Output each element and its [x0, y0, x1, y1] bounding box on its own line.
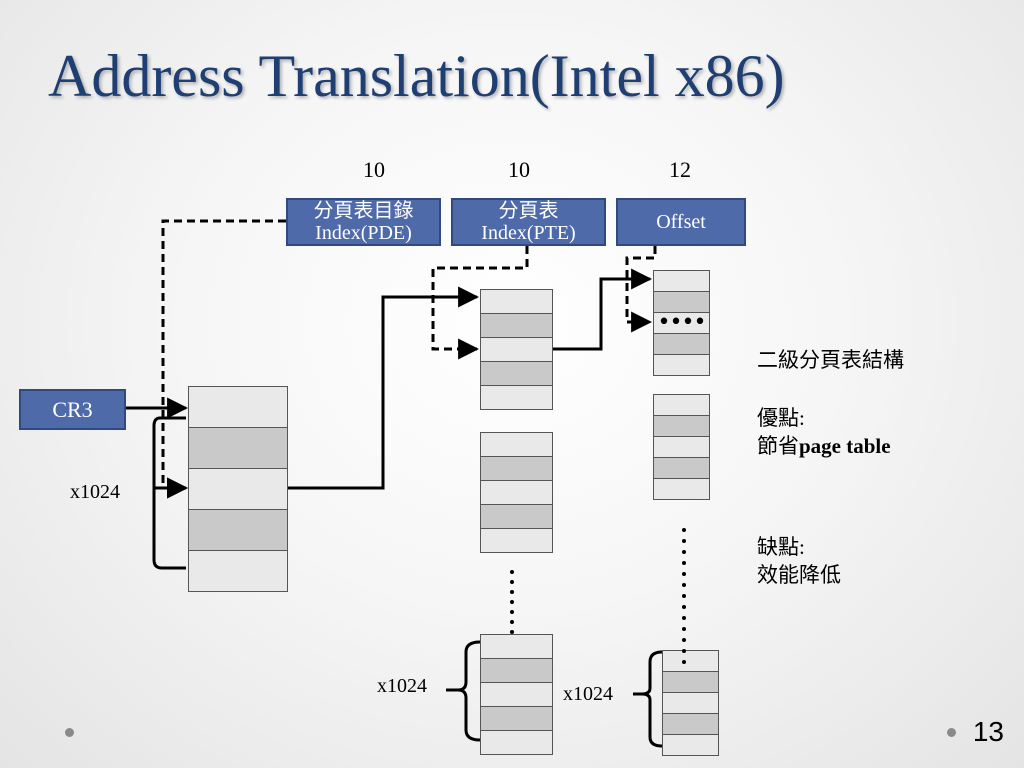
continuation-dot [510, 570, 514, 574]
directory-brace [152, 416, 186, 570]
pte-entry [481, 529, 552, 553]
disadvantages-text: 效能降低 [757, 563, 841, 587]
continuation-dot [682, 572, 686, 576]
pte-entry [481, 433, 552, 457]
disadvantages-title: 缺點: [757, 535, 805, 559]
footer-dot-left [65, 728, 74, 737]
pde-index-field: 分頁表目錄 Index(PDE) [286, 198, 441, 246]
continuation-dot [682, 649, 686, 653]
page-table-2 [480, 432, 553, 553]
page-row [663, 672, 718, 693]
continuation-dot [682, 627, 686, 631]
slide-title: Address Translation(Intel x86) [48, 43, 785, 109]
continuation-dot [682, 594, 686, 598]
page-frame-2 [653, 394, 710, 500]
pde-entry [189, 428, 287, 469]
continuation-dot [682, 660, 686, 664]
pte-entry [481, 731, 552, 755]
pte-entry [481, 505, 552, 529]
page-row [654, 416, 709, 437]
page-row [654, 292, 709, 313]
continuation-dot [682, 583, 686, 587]
continuation-dot [510, 590, 514, 594]
continuation-dot [682, 561, 686, 565]
pde-entry [189, 510, 287, 551]
pte-entry [481, 386, 552, 410]
pte-entry [481, 683, 552, 707]
continuation-dot [682, 605, 686, 609]
advantages-prefix: 節省 [757, 434, 799, 458]
pte-entry [481, 481, 552, 505]
pde-entry [189, 387, 287, 428]
page-row [663, 651, 718, 672]
continuation-dot [682, 528, 686, 532]
pte-entry [481, 314, 552, 338]
pde-index-line2: Index(PDE) [315, 222, 412, 244]
offset-label: Offset [656, 211, 706, 233]
pte-entry [481, 338, 552, 362]
pde-entry [189, 469, 287, 510]
page-frame-1: •••• [653, 270, 710, 376]
page-row [654, 271, 709, 292]
cr3-register: CR3 [19, 389, 126, 430]
advantages-text: 節省page table [757, 432, 891, 460]
page-row [654, 437, 709, 458]
pte-index-line2: Index(PTE) [481, 222, 576, 244]
continuation-dot [682, 638, 686, 642]
footer-dot-right [947, 728, 956, 737]
pte-entry [481, 290, 552, 314]
continuation-dot [682, 539, 686, 543]
page-row [663, 693, 718, 714]
page-row-selected: •••• [654, 312, 709, 334]
pte-entry [481, 659, 552, 683]
page-count-label: x1024 [563, 683, 613, 705]
pte-entry [481, 362, 552, 386]
pte-entry [481, 457, 552, 481]
pte-index-line1: 分頁表 [498, 200, 559, 222]
continuation-dot [510, 600, 514, 604]
slide-number: 13 [972, 716, 1004, 747]
continuation-dot [510, 620, 514, 624]
pde-entry [189, 551, 287, 592]
pte-to-page-arrow [553, 268, 653, 351]
continuation-dot [682, 616, 686, 620]
offset-bits-label: 12 [669, 157, 691, 182]
pde-index-dashed-arrow [161, 219, 286, 499]
page-row [654, 334, 709, 355]
continuation-dot [510, 610, 514, 614]
pde-bits-label: 10 [363, 157, 385, 182]
directory-count-label: x1024 [70, 481, 120, 503]
notes-heading: 二級分頁表結構 [757, 348, 904, 372]
page-row [654, 479, 709, 500]
disadvantages-block: 缺點: 效能降低 [757, 533, 841, 589]
continuation-dot [510, 630, 514, 634]
pte-bits-label: 10 [508, 157, 530, 182]
page-table-3 [480, 634, 553, 755]
page-row [654, 458, 709, 479]
continuation-dot [510, 580, 514, 584]
pte-entry [481, 707, 552, 731]
page-row [663, 714, 718, 735]
page-frame-3 [662, 650, 719, 756]
page-directory [188, 386, 288, 592]
pde-index-line1: 分頁表目錄 [313, 200, 414, 222]
pte-index-dashed-arrow [431, 246, 529, 360]
pte-entry [481, 635, 552, 659]
offset-field: Offset [616, 198, 746, 246]
page-row [654, 355, 709, 376]
page-row [654, 395, 709, 416]
advantages-title: 優點: [757, 406, 805, 430]
offset-dashed-arrow [625, 246, 657, 333]
pte-index-field: 分頁表 Index(PTE) [451, 198, 606, 246]
pagetable-count-label: x1024 [377, 675, 427, 697]
pagetable-brace [457, 640, 481, 742]
pde-to-pagetable-arrow [288, 286, 480, 490]
continuation-dot [682, 550, 686, 554]
page-table-1 [480, 289, 553, 410]
page-row [663, 735, 718, 756]
advantages-term: page table [799, 434, 891, 458]
advantages-block: 優點: 節省page table [757, 404, 891, 460]
page-brace [641, 650, 663, 748]
